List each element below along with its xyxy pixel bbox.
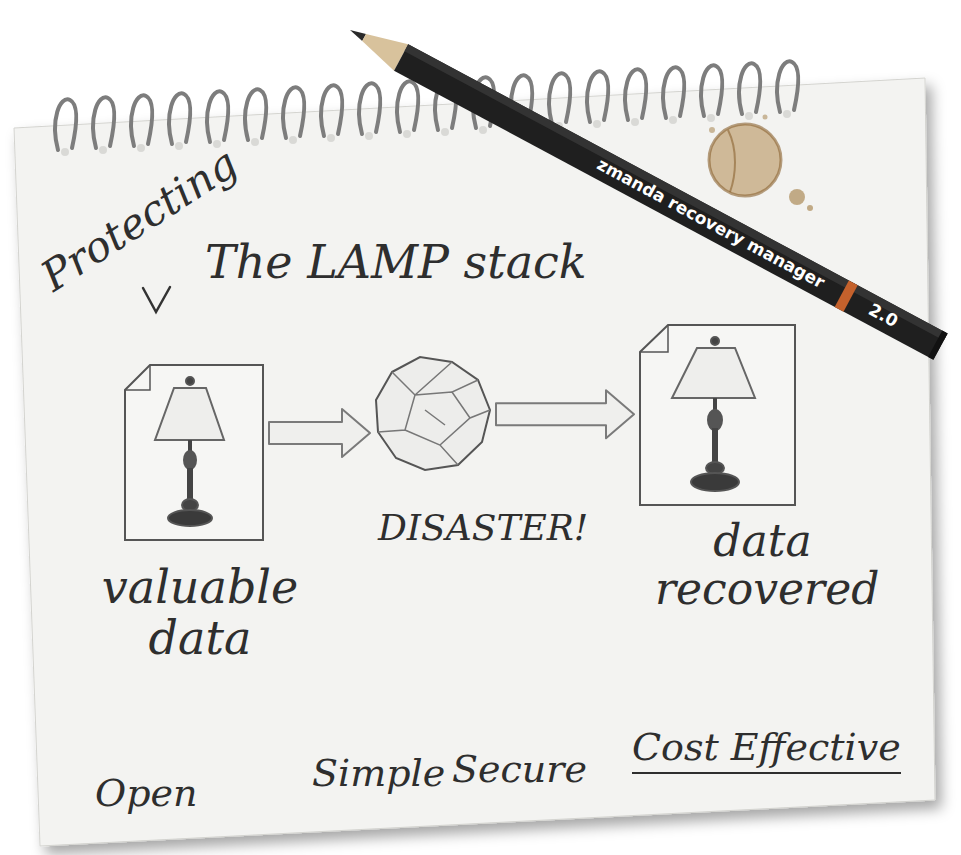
diagram-title: The LAMP stack — [205, 236, 587, 289]
feature-word: Cost Effective — [632, 726, 901, 774]
feature-word: Secure — [452, 748, 587, 792]
node-label: data recovered — [655, 517, 870, 614]
block-arrow — [496, 390, 634, 438]
caret-mark — [143, 287, 170, 312]
pencil-version: 2.0 — [865, 300, 901, 331]
disaster-node: DISASTER! — [376, 357, 490, 470]
coffee-stain — [709, 115, 813, 212]
crumpled-paper — [376, 357, 490, 470]
node-label: DISASTER! — [378, 508, 588, 548]
document-lamp — [640, 325, 795, 505]
document-node: valuable data — [125, 365, 263, 540]
feature-word: Open — [95, 772, 197, 816]
node-label: valuable data — [85, 562, 315, 663]
spiral-holes — [61, 110, 791, 156]
document-node: data recovered — [640, 325, 795, 505]
document-lamp — [125, 365, 263, 540]
pencil-brand: zmanda recovery manager — [594, 155, 828, 293]
pencil — [343, 17, 948, 360]
feature-word: Simple — [312, 752, 445, 796]
notebook-page — [14, 78, 935, 846]
block-arrow — [269, 409, 370, 457]
